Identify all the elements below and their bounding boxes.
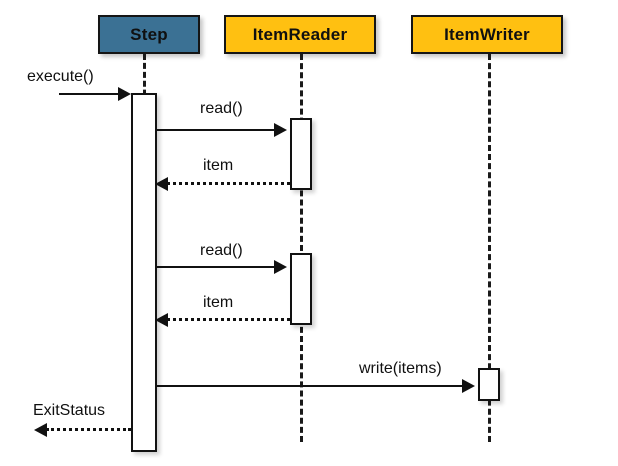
message-line-execute [59, 93, 119, 95]
message-arrowhead-item-2 [155, 313, 168, 327]
message-label-item-2: item [203, 294, 234, 311]
lifeline-itemwriter [488, 54, 491, 442]
message-line-item-1 [167, 182, 290, 185]
message-line-write-items [157, 385, 462, 387]
message-label-write-items: write(items) [359, 360, 442, 377]
message-label-item-1: item [203, 157, 234, 174]
participant-itemwriter-label: ItemWriter [444, 24, 530, 44]
activation-bar-step [131, 93, 157, 452]
message-arrowhead-read-1 [274, 123, 287, 137]
lifeline-itemreader [300, 54, 303, 442]
message-arrowhead-execute [118, 87, 131, 101]
activation-bar-itemwriter [478, 368, 500, 401]
participant-step-label: Step [130, 24, 168, 44]
message-label-read-2: read() [200, 242, 243, 259]
message-line-item-2 [167, 318, 290, 321]
activation-bar-itemreader-1 [290, 118, 312, 190]
message-label-exitstatus: ExitStatus [33, 402, 106, 419]
message-arrowhead-exitstatus [34, 423, 47, 437]
message-line-exitstatus [46, 428, 131, 431]
participant-step[interactable]: Step [98, 15, 200, 54]
message-line-read-1 [157, 129, 274, 131]
activation-bar-itemreader-2 [290, 253, 312, 325]
message-line-read-2 [157, 266, 274, 268]
message-label-execute: execute() [27, 68, 94, 85]
message-arrowhead-read-2 [274, 260, 287, 274]
message-label-read-1: read() [200, 100, 243, 117]
message-arrowhead-item-1 [155, 177, 168, 191]
participant-itemreader-label: ItemReader [252, 24, 348, 44]
participant-itemreader[interactable]: ItemReader [224, 15, 376, 54]
message-arrowhead-write-items [462, 379, 475, 393]
participant-itemwriter[interactable]: ItemWriter [411, 15, 563, 54]
